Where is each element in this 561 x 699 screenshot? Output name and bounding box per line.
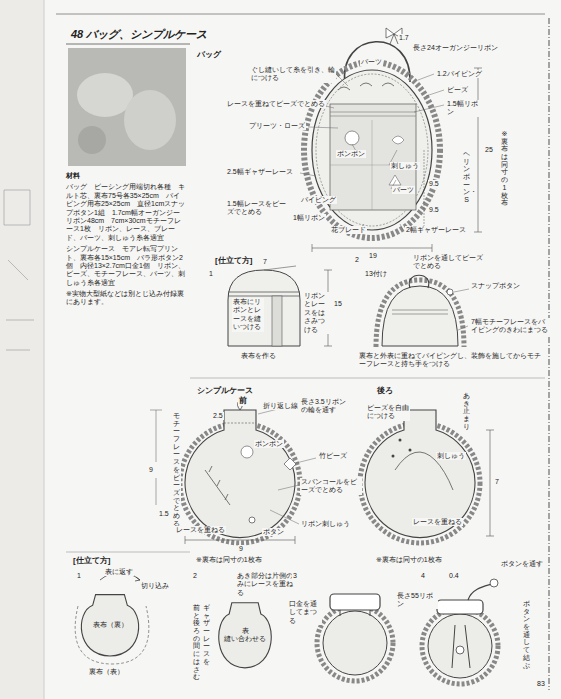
dimension-number: 2 bbox=[192, 572, 198, 580]
callout-text: 2.5幅ギャザーレース bbox=[226, 168, 294, 176]
callout-text: レースを重ねてビーズでとめる bbox=[226, 100, 326, 108]
callout-text: ボンボン bbox=[254, 440, 284, 448]
section-heading: [仕立て方] bbox=[72, 556, 111, 566]
callout-text: 1.2パイピング bbox=[436, 70, 483, 78]
callout-text: 長さ3.5リボンの輪を通す bbox=[300, 398, 352, 415]
dimension-number: 7 bbox=[262, 258, 268, 266]
callout-text: スパンコールをビーズでとめる bbox=[300, 478, 362, 495]
section-heading: シンプルケース bbox=[196, 386, 254, 396]
callout-text: ギャザーレースを bbox=[202, 604, 211, 666]
callout-text: あき部分は片側のみにレースを重ねる bbox=[236, 572, 300, 597]
dimension-number: 4 bbox=[420, 572, 426, 580]
callout-text: ※裏布は同寸の1枚布 bbox=[500, 130, 509, 207]
callout-text: 7幅モチーフレースをパイピングのきわにまつる bbox=[470, 318, 552, 335]
dimension-number: 9.5 bbox=[428, 206, 440, 214]
section-heading: 後ろ bbox=[376, 386, 394, 396]
callout-text: 前と後ろの間にはさむ bbox=[192, 604, 201, 681]
callout-text: あき止まり bbox=[462, 392, 471, 430]
callout-text: ビーズ bbox=[446, 86, 469, 94]
dimension-number: 2.5 bbox=[212, 412, 224, 420]
dimension-number: 9.5 bbox=[428, 180, 440, 188]
callout-text: 裏布と外表に重ねてパイピングし、装飾を施してからモチーフレースと持ち手をつける bbox=[358, 352, 545, 369]
dimension-number: 2 bbox=[354, 256, 360, 264]
dimension-number: 25 bbox=[484, 146, 494, 154]
callout-text: ※裏布は同寸の1枚布 bbox=[195, 556, 263, 564]
callout-text: リボン刺しゅう bbox=[300, 520, 351, 528]
dimension-number: 9 bbox=[148, 466, 154, 474]
callout-text: 表に返す bbox=[104, 568, 134, 576]
callout-text: パーツ bbox=[360, 58, 383, 66]
callout-text: 長さ24オーガンジーリボン bbox=[412, 44, 499, 52]
callout-text: スナップボタン bbox=[470, 282, 521, 290]
callout-text: パーツ bbox=[392, 186, 415, 194]
callout-text: 切り込み bbox=[140, 582, 170, 590]
callout-text: 竹ビーズ bbox=[318, 452, 348, 460]
callout-text: レースを重ねる bbox=[412, 518, 463, 526]
callout-text: 2幅ギャザーレース bbox=[405, 226, 467, 234]
callout-text: 表布にリボンとレースを縫いつける bbox=[232, 298, 264, 332]
callout-text: 長さ55リボン bbox=[396, 592, 438, 609]
callout-text: ボタン bbox=[262, 528, 285, 536]
dimension-number: 19 bbox=[368, 252, 378, 260]
callout-text: ヘリンボーン・S bbox=[462, 150, 471, 204]
dimension-number: 3 bbox=[292, 572, 298, 580]
materials-text: バッグ ビーシング用端切れ各種 キルト芯、裏布75号各35×25cm パイピング… bbox=[66, 183, 186, 242]
pattern-piece: 表縫い合わせる bbox=[212, 600, 278, 670]
dimension-number: 7 bbox=[494, 478, 500, 486]
callout-text: パイピング bbox=[300, 196, 337, 204]
callout-text: 刺しゅう bbox=[436, 452, 466, 460]
materials-column: 材料バッグ ビーシング用端切れ各種 キルト芯、裏布75号各35×25cm パイピ… bbox=[66, 172, 186, 310]
dimension-number: 9 bbox=[238, 545, 244, 553]
callout-text: ボタンを通す bbox=[500, 560, 544, 568]
callout-text: ぐし縫いして糸を引き、輪につける bbox=[250, 66, 336, 83]
callout-text: レースを重ねる bbox=[175, 526, 226, 534]
materials-text: ※実物大型紙などは別とじ込み付録裏にあります。 bbox=[66, 290, 186, 307]
pattern-piece: 表布（裏） bbox=[74, 592, 146, 658]
section-heading: 前 bbox=[238, 396, 248, 406]
callout-text: 1.7 bbox=[398, 34, 410, 42]
callout-text: 刺しゅう bbox=[390, 162, 420, 170]
dimension-number: 1 bbox=[208, 270, 214, 278]
callout-text: プリーツ・ローズ bbox=[248, 122, 306, 130]
callout-text: 13付け bbox=[364, 270, 388, 278]
callout-text: 1.5幅レースをビーズでとめる bbox=[226, 200, 292, 217]
callout-text: 表布を作る bbox=[240, 352, 277, 360]
piece-text: 表 bbox=[242, 627, 249, 635]
callout-text: ビーズを自由につける bbox=[366, 404, 410, 421]
callout-text: ボンボン bbox=[336, 150, 366, 158]
callout-text: 花ブレード bbox=[330, 226, 367, 234]
materials-text: シンプルケース モアレ転写プリント、裏布各15×15cm バラ形ボタン2個 内径… bbox=[66, 245, 186, 287]
dimension-number: 1 bbox=[76, 572, 82, 580]
callout-text: リボンとレースをはさみつける bbox=[303, 292, 331, 334]
section-heading: バッグ bbox=[196, 50, 222, 60]
piece-text: 表布（裏） bbox=[93, 621, 128, 629]
callout-text: 裏布（表） bbox=[88, 668, 125, 676]
section-heading: [仕立て方] bbox=[214, 256, 253, 266]
callout-text: リボンを通してビーズでとめる bbox=[412, 254, 484, 271]
callout-text: ボタンを通して結ぶ bbox=[522, 600, 531, 669]
callout-text: 1.5幅リボン bbox=[446, 100, 480, 117]
dimension-number: 15 bbox=[333, 300, 343, 308]
dimension-number: 1.5 bbox=[158, 510, 170, 518]
materials-text: 材料 bbox=[66, 172, 186, 180]
callout-text: モチーフレースをビーズでとめる bbox=[172, 412, 181, 527]
dimension-number: 0.4 bbox=[448, 572, 460, 580]
piece-text: 縫い合わせる bbox=[224, 635, 266, 643]
callout-text: ※裏布は同寸の1枚布 bbox=[375, 556, 443, 564]
callout-text: 折り返し線 bbox=[262, 402, 299, 410]
page-title: 48 バッグ、シンプルケース bbox=[70, 28, 208, 41]
callout-text: 口金を通してまつる bbox=[288, 600, 322, 625]
dimension-number: 83 bbox=[536, 680, 546, 688]
callout-text: 1幅リボン bbox=[292, 214, 326, 222]
